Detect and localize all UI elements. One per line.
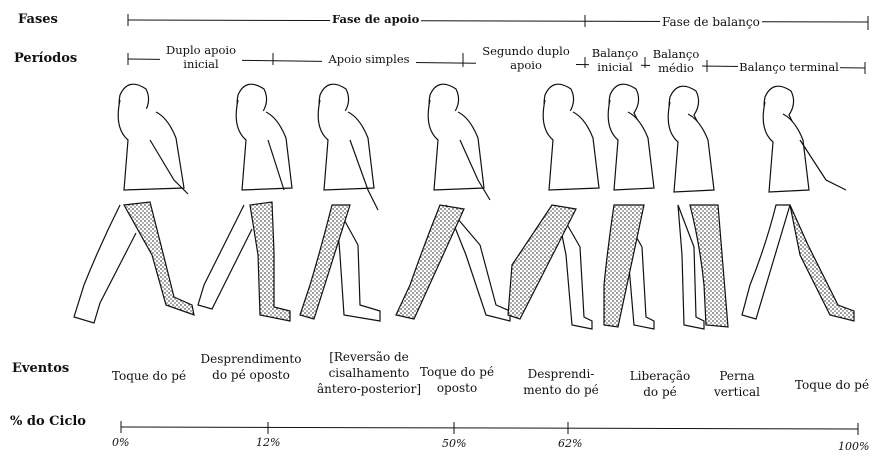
period-label-second-double-support: Segundo duplo apoio (476, 44, 576, 72)
walker-figure-2 (198, 84, 292, 321)
period-label-terminal-swing: Balanço terminal (738, 60, 840, 74)
phase-label-stance: Fase de apoio (330, 12, 421, 26)
row-label-cycle: % do Ciclo (10, 414, 86, 429)
walker-figure-3 (300, 84, 380, 321)
event-label-foot-contact: Toque do pé (102, 368, 196, 384)
period-label-initial-swing: Balanço inicial (589, 46, 641, 74)
event-label-tibia-vertical: Perna vertical (704, 368, 770, 400)
row-label-phases: Fases (18, 12, 58, 27)
row-label-periods: Períodos (14, 51, 77, 66)
walker-figure-7 (668, 86, 728, 329)
event-label-toe-off: Desprendi-mento do pé (516, 366, 606, 398)
period-label-single-support: Apoio simples (322, 52, 416, 66)
cycle-tick-50: 50% (442, 437, 466, 450)
event-label-opposite-toe-off: Desprendimento do pé oposto (196, 351, 306, 383)
cycle-tick-62: 62% (558, 437, 582, 450)
walker-figure-1 (74, 84, 194, 323)
event-label-foot-contact-end: Toque do pé (788, 377, 875, 393)
cycle-tick-100: 100% (838, 440, 869, 453)
row-label-events: Eventos (12, 361, 69, 376)
event-label-shear-reversal: [Reversão de cisalhamento ântero-posteri… (316, 349, 422, 397)
phase-label-swing: Fase de balanço (660, 15, 762, 29)
cycle-tick-12: 12% (256, 436, 280, 449)
period-label-initial-double-support: Duplo apoio inicial (160, 43, 242, 71)
cycle-tick-0: 0% (112, 436, 129, 449)
walker-figure-5 (508, 84, 599, 329)
walker-figure-4 (396, 84, 510, 321)
walker-figure-8 (742, 86, 854, 321)
event-label-opposite-foot-contact: Toque do pé oposto (414, 364, 500, 396)
walker-figure-6 (604, 84, 654, 329)
event-label-foot-clearance: Liberação do pé (624, 368, 696, 400)
period-label-mid-swing: Balanço médio (650, 47, 702, 75)
